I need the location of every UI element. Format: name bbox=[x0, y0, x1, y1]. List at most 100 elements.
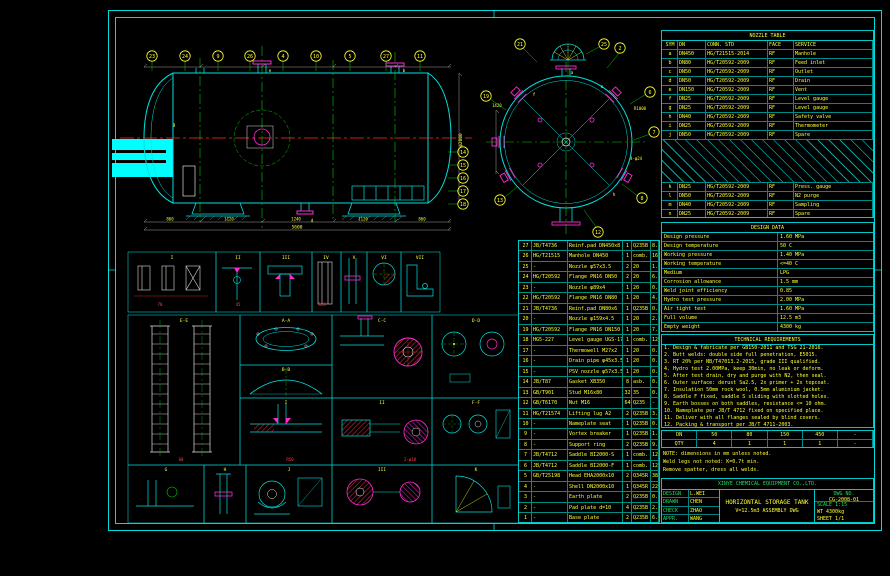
svg-text:7: 7 bbox=[652, 130, 655, 136]
parts-list-row: 1 - Base plate 2 Q235B 6.5 bbox=[519, 513, 659, 522]
svg-text:15: 15 bbox=[460, 163, 466, 169]
svg-text:9: 9 bbox=[216, 54, 219, 60]
detail-saddle-arc bbox=[249, 368, 323, 396]
drawing-scale: SCALE 1:15 bbox=[817, 502, 848, 508]
svg-text:13: 13 bbox=[497, 198, 503, 204]
svg-text:10: 10 bbox=[313, 54, 319, 60]
drawing-title-line2: V=12.5m3 ASSEMBLY DWG bbox=[735, 507, 799, 514]
technical-requirement-line: 12. Packing & transport per JB/T 4711-20… bbox=[664, 422, 794, 428]
svg-text:R1000: R1000 bbox=[634, 106, 647, 111]
part-balloons-side-top: 23 24 9 26 4 10 5 27 11 bbox=[146, 50, 426, 71]
svg-text:a: a bbox=[571, 71, 574, 76]
detail-labels: I II III IV V VI VII E-E A-A B-B C-C D-D… bbox=[165, 255, 481, 473]
parts-list-row: 8 - Support ring 2 Q235B 9.6 bbox=[519, 439, 659, 451]
svg-text:E-E: E-E bbox=[180, 318, 188, 324]
downcomer-pipe bbox=[182, 165, 196, 197]
svg-text:5: 5 bbox=[348, 54, 351, 60]
detail-small-sections bbox=[442, 409, 511, 439]
parts-list-row: 12 GB/T6170 Nut M16 64 Q235 - bbox=[519, 398, 659, 409]
bolt-marks bbox=[537, 117, 595, 168]
svg-text:860: 860 bbox=[418, 217, 426, 222]
detail-channel-sections bbox=[134, 265, 208, 297]
svg-text:I: I bbox=[285, 400, 288, 406]
svg-text:III: III bbox=[378, 467, 386, 473]
svg-text:8: 8 bbox=[640, 196, 643, 202]
extra-note-line: Weld legs not noted: K=0.7t min. bbox=[663, 459, 760, 465]
svg-text:17: 17 bbox=[460, 189, 466, 195]
parts-list-row: 7 JB/T4712 Saddle BI2000-S 1 comb. 120 bbox=[519, 450, 659, 461]
svg-text:B-B: B-B bbox=[282, 367, 290, 373]
top-nozzle-flange bbox=[555, 65, 577, 70]
extra-note-line: Remove spatter, dress all welds. bbox=[663, 467, 760, 473]
svg-text:g: g bbox=[173, 123, 176, 128]
drawing-weight: WT 4300kg bbox=[817, 509, 845, 515]
part-balloons-side-right: 14 15 16 17 18 bbox=[448, 146, 469, 210]
internal-box bbox=[246, 125, 274, 149]
drawing-title: HORIZONTAL STORAGE TANK V=12.5m3 ASSEMBL… bbox=[720, 490, 815, 522]
svg-text:11: 11 bbox=[417, 54, 423, 60]
drawing-title-line1: HORIZONTAL STORAGE TANK bbox=[725, 498, 809, 506]
svg-text:26: 26 bbox=[247, 54, 253, 60]
parts-list-row: 2 - Pad plate d=10 4 Q235B 2.1 bbox=[519, 502, 659, 514]
nozzle-centerlines bbox=[199, 46, 396, 228]
svg-text:45: 45 bbox=[236, 302, 241, 307]
manhole-circle bbox=[253, 128, 271, 146]
svg-text:φ2000: φ2000 bbox=[458, 133, 464, 147]
detail-vertical-channel bbox=[317, 261, 333, 305]
technical-requirement-line: 2. Butt welds: double side full penetrat… bbox=[664, 352, 818, 358]
svg-text:16: 16 bbox=[460, 176, 466, 182]
technical-requirements-title: TECHNICAL REQUIREMENTS bbox=[662, 335, 873, 345]
highlighted-entity-bars[interactable] bbox=[112, 139, 173, 177]
svg-text:25: 25 bbox=[601, 42, 607, 48]
svg-text:G: G bbox=[165, 467, 168, 473]
parts-list-row: 4 - Shell DN2000x10 1 Q345R 2240 bbox=[519, 481, 659, 493]
detail-pipe-tee-section bbox=[340, 315, 423, 367]
svg-text:d: d bbox=[311, 218, 314, 224]
detail-hatched-pad bbox=[341, 419, 429, 445]
svg-text:c: c bbox=[601, 85, 604, 90]
svg-text:h: h bbox=[613, 192, 616, 198]
technical-requirement-line: 6. Outer surface: derust Sa2.5, 2x prime… bbox=[664, 380, 830, 386]
detail-weld-joint bbox=[250, 404, 322, 433]
svg-text:2: 2 bbox=[618, 46, 621, 52]
technical-requirement-lines: 1. Design & fabricate per GB150-2011 and… bbox=[662, 345, 873, 428]
svg-text:12: 12 bbox=[595, 230, 601, 236]
svg-text:D-D: D-D bbox=[472, 318, 480, 324]
nozzle-table-header: SYM DN CONN. STD FACE SERVICE bbox=[662, 41, 873, 50]
bottom-support bbox=[559, 208, 573, 222]
parts-list-row: 17 - Thermowell M27x2 1 20 0.4 bbox=[519, 345, 659, 357]
svg-text:F-F: F-F bbox=[472, 400, 480, 406]
detail-view-grid: I II III IV V VI VII E-E A-A B-B C-C D-D… bbox=[127, 251, 521, 524]
technical-requirement-line: 3. RT 20% per NB/T47013.2-2015, grade II… bbox=[664, 359, 821, 365]
technical-requirement-line: 4. Hydro test 2.00MPa, keep 30min, no le… bbox=[664, 366, 824, 372]
detail-section-circle bbox=[372, 262, 396, 286]
company-name: XINYE CHEMICAL EQUIPMENT CO.,LTD. bbox=[662, 479, 873, 490]
parts-list-row: 15 - PSV nozzle φ57x3.5 1 20 0.6 bbox=[519, 366, 659, 378]
technical-requirement-line: 9. Earth bosses on both saddles, resista… bbox=[664, 401, 827, 407]
extra-notes: NOTE: dimensions in mm unless noted. Wel… bbox=[661, 450, 874, 476]
detail-bolt-circles bbox=[441, 331, 505, 383]
nozzle-table-title: NOZZLE TABLE bbox=[662, 31, 873, 41]
red-dimension-text: 70 45 δ=8 60 R50 2-φ18 bbox=[158, 302, 417, 462]
technical-requirements: TECHNICAL REQUIREMENTS 1. Design & fabri… bbox=[661, 334, 874, 428]
baffle-plate bbox=[351, 185, 425, 201]
nozzle-table-unused-rows bbox=[662, 140, 873, 183]
parts-list-row: 27 JB/T4736 Reinf.pad DN450x8 1 Q235B 8.… bbox=[519, 241, 659, 252]
svg-text:K: K bbox=[475, 467, 478, 473]
nozzle-table: NOZZLE TABLE SYM DN CONN. STD FACE SERVI… bbox=[661, 30, 874, 218]
